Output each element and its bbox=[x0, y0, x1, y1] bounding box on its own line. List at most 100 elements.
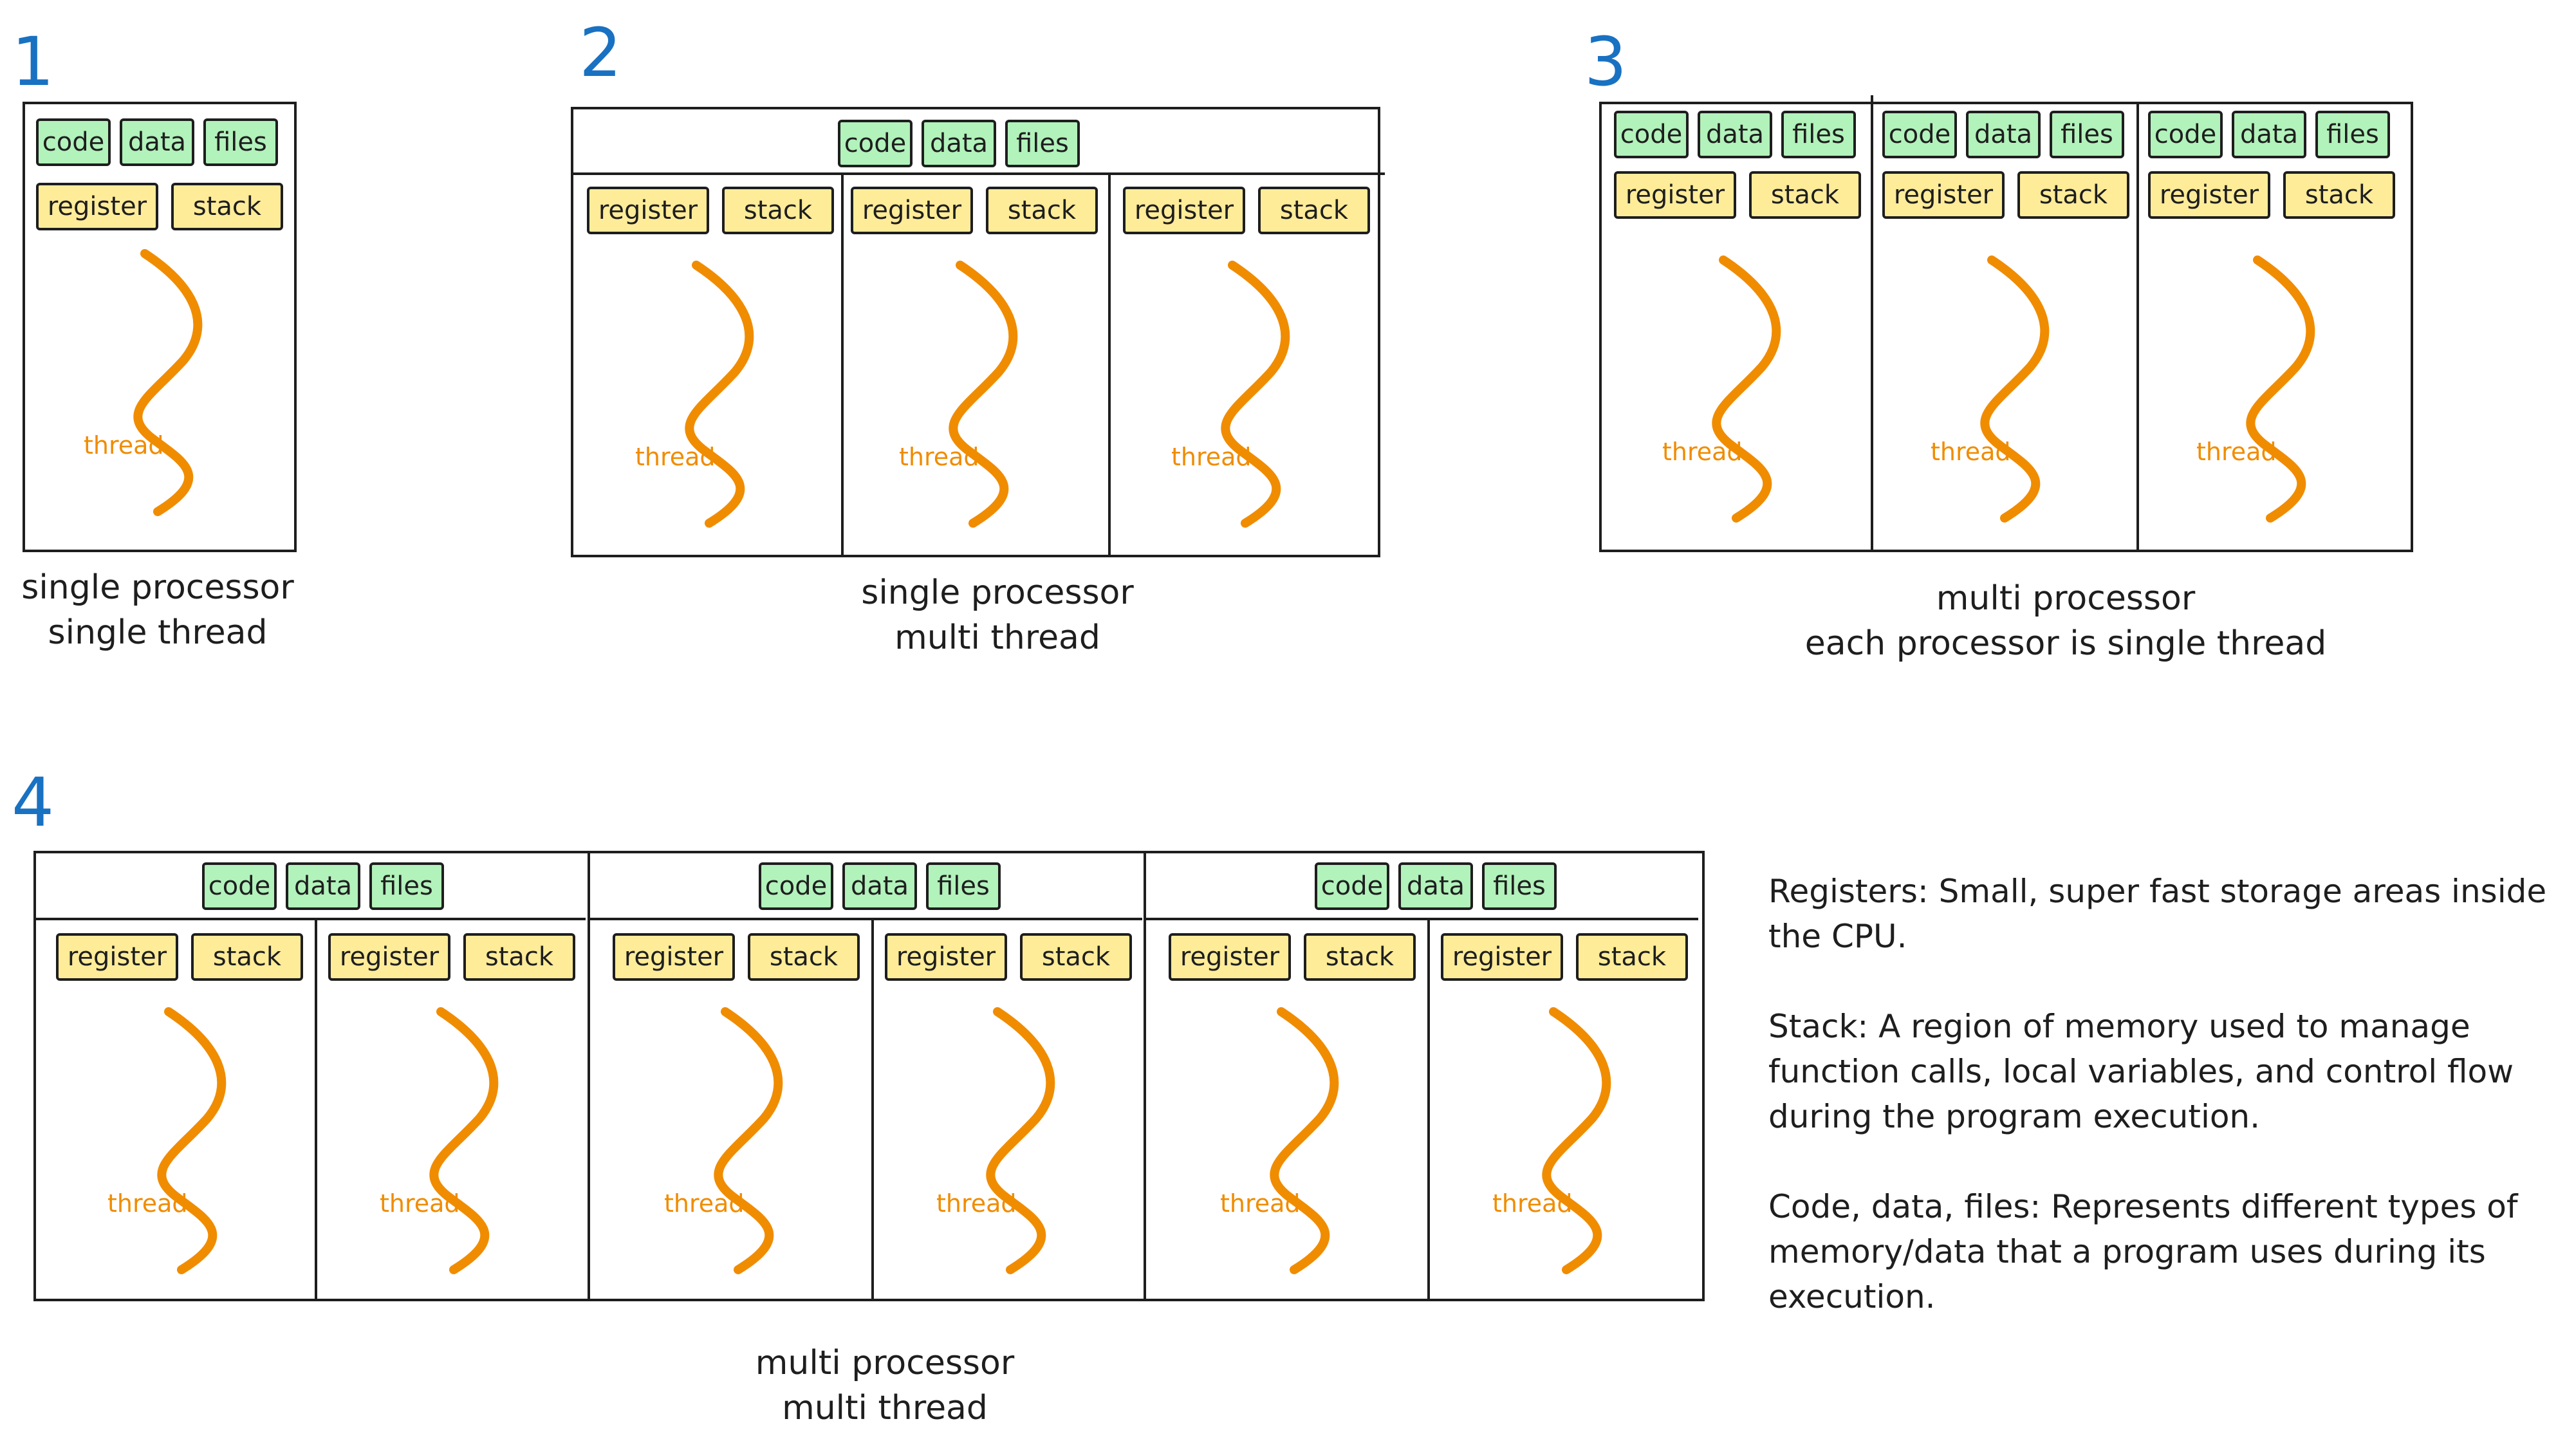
d4-processor-1-thread-2-stack-box: stack bbox=[463, 933, 575, 981]
d2-frame bbox=[571, 107, 1380, 557]
d3-processor-3-data-box: data bbox=[2232, 111, 2306, 158]
note-stack: Stack: A region of memory used to manage… bbox=[1768, 1008, 2514, 1135]
d2-shared-divider bbox=[571, 172, 1385, 175]
d3-processor-2-data-box: data bbox=[1966, 111, 2041, 158]
diagram-number-2: 2 bbox=[579, 14, 622, 92]
d4-processor-3-code-box: code bbox=[1315, 862, 1389, 910]
d2-thread-2-register-box: register bbox=[851, 187, 973, 234]
caption-1: single processor single thread bbox=[0, 565, 315, 655]
d1-thread-icon bbox=[133, 249, 203, 516]
d4-processor-3-thread-2-thread-label: thread bbox=[1492, 1189, 1573, 1218]
caption-4-line-1: multi processor bbox=[755, 1344, 1015, 1382]
d4-processor-2-thread-2-register-box: register bbox=[885, 933, 1007, 981]
d4-processor-3-files-box: files bbox=[1482, 862, 1557, 910]
d4-processor-3-data-box: data bbox=[1398, 862, 1473, 910]
d2-thread-2-thread-icon bbox=[949, 261, 1018, 528]
d3-processor-1-files-box: files bbox=[1781, 111, 1856, 158]
note-registers: Registers: Small, super fast storage are… bbox=[1768, 873, 2547, 955]
d4-processor-3-thread-2-stack-box: stack bbox=[1576, 933, 1688, 981]
d4-processor-divider-2 bbox=[1144, 851, 1146, 1301]
diagram-number-3: 3 bbox=[1584, 23, 1627, 101]
d3-processor-2-code-box: code bbox=[1882, 111, 1957, 158]
d2-thread-3-thread-icon bbox=[1221, 261, 1290, 528]
d4-processor-2-thread-1-register-box: register bbox=[613, 933, 735, 981]
d3-processor-2-register-box: register bbox=[1882, 171, 2005, 219]
d2-thread-1-thread-icon bbox=[685, 261, 754, 528]
d4-processor-3-thread-2-thread-icon bbox=[1542, 1007, 1611, 1274]
d2-thread-1-stack-box: stack bbox=[722, 187, 834, 234]
d3-processor-1-thread-label: thread bbox=[1662, 438, 1743, 466]
d4-processor-3-thread-divider bbox=[1427, 918, 1430, 1301]
d3-processor-1-stack-box: stack bbox=[1749, 171, 1861, 219]
d4-processor-3-thread-1-thread-icon bbox=[1270, 1007, 1339, 1274]
d4-processor-1-code-box: code bbox=[202, 862, 277, 910]
note-code-data-files: Code, data, files: Represents different … bbox=[1768, 1188, 2518, 1315]
diagram-number-4: 4 bbox=[12, 763, 55, 842]
d2-thread-2-thread-label: thread bbox=[899, 443, 979, 471]
d4-processor-1-thread-1-thread-label: thread bbox=[107, 1189, 188, 1218]
d4-processor-2-shared-divider bbox=[590, 918, 1142, 920]
d4-processor-3-thread-1-register-box: register bbox=[1169, 933, 1291, 981]
d4-processor-1-files-box: files bbox=[369, 862, 444, 910]
d1-data-box: data bbox=[120, 118, 194, 166]
caption-2: single processor multi thread bbox=[740, 570, 1255, 660]
d4-processor-3-thread-1-thread-label: thread bbox=[1220, 1189, 1301, 1218]
d2-thread-3-register-box: register bbox=[1123, 187, 1245, 234]
caption-1-line-1: single processor bbox=[21, 568, 294, 607]
d3-processor-2-stack-box: stack bbox=[2017, 171, 2129, 219]
d3-processor-3-thread-icon bbox=[2246, 255, 2315, 523]
d3-processor-1-register-box: register bbox=[1614, 171, 1736, 219]
d1-register-box: register bbox=[36, 183, 158, 230]
d3-processor-1-thread-icon bbox=[1712, 255, 1781, 523]
d1-frame bbox=[23, 102, 297, 552]
d3-processor-3-code-box: code bbox=[2148, 111, 2223, 158]
d4-processor-divider-1 bbox=[588, 851, 590, 1301]
d4-processor-1-thread-2-thread-label: thread bbox=[380, 1189, 460, 1218]
d2-col-divider-1 bbox=[841, 172, 844, 557]
d4-processor-2-thread-2-thread-icon bbox=[986, 1007, 1055, 1274]
d1-stack-box: stack bbox=[171, 183, 283, 230]
caption-3-line-1: multi processor bbox=[1936, 579, 2196, 618]
d4-processor-1-thread-2-register-box: register bbox=[328, 933, 450, 981]
caption-3: multi processor each processor is single… bbox=[1712, 576, 2420, 666]
d3-processor-2-thread-label: thread bbox=[1931, 438, 2011, 466]
d3-col-divider-1 bbox=[1871, 95, 1873, 552]
d2-col-divider-2 bbox=[1108, 172, 1111, 557]
d3-col-divider-2 bbox=[2136, 102, 2139, 552]
caption-2-line-2: multi thread bbox=[894, 618, 1100, 657]
d4-processor-2-thread-1-stack-box: stack bbox=[748, 933, 860, 981]
d4-processor-3-shared-divider bbox=[1146, 918, 1698, 920]
d3-frame bbox=[1599, 102, 2413, 552]
d3-processor-1-code-box: code bbox=[1614, 111, 1689, 158]
caption-4-line-2: multi thread bbox=[782, 1389, 988, 1427]
d4-processor-2-thread-2-thread-label: thread bbox=[936, 1189, 1017, 1218]
notes-panel: Registers: Small, super fast storage are… bbox=[1768, 869, 2566, 1364]
d4-frame bbox=[33, 851, 1705, 1301]
d4-processor-1-shared-divider bbox=[33, 918, 586, 920]
d2-thread-1-thread-label: thread bbox=[635, 443, 716, 471]
d4-processor-2-files-box: files bbox=[926, 862, 1001, 910]
diagram-number-1: 1 bbox=[12, 23, 55, 101]
d4-processor-1-thread-divider bbox=[315, 918, 317, 1301]
d4-processor-1-thread-1-stack-box: stack bbox=[191, 933, 303, 981]
d4-processor-2-code-box: code bbox=[759, 862, 833, 910]
d3-processor-3-register-box: register bbox=[2148, 171, 2270, 219]
d4-processor-2-thread-1-thread-icon bbox=[714, 1007, 783, 1274]
d3-processor-3-stack-box: stack bbox=[2283, 171, 2395, 219]
d2-thread-3-stack-box: stack bbox=[1258, 187, 1370, 234]
d4-processor-1-thread-2-thread-icon bbox=[429, 1007, 499, 1274]
d4-processor-2-thread-2-stack-box: stack bbox=[1020, 933, 1132, 981]
d2-thread-1-register-box: register bbox=[587, 187, 709, 234]
d2-data-box: data bbox=[922, 120, 996, 167]
d2-thread-3-thread-label: thread bbox=[1171, 443, 1252, 471]
d1-files-box: files bbox=[203, 118, 278, 166]
d4-processor-2-thread-divider bbox=[871, 918, 874, 1301]
d3-processor-2-files-box: files bbox=[2050, 111, 2124, 158]
caption-1-line-2: single thread bbox=[48, 613, 268, 652]
d4-processor-2-data-box: data bbox=[842, 862, 917, 910]
d4-processor-1-thread-1-register-box: register bbox=[56, 933, 178, 981]
caption-3-line-2: each processor is single thread bbox=[1804, 624, 2327, 663]
d1-code-box: code bbox=[36, 118, 111, 166]
d4-processor-1-thread-1-thread-icon bbox=[157, 1007, 227, 1274]
caption-4: multi processor multi thread bbox=[644, 1341, 1126, 1431]
